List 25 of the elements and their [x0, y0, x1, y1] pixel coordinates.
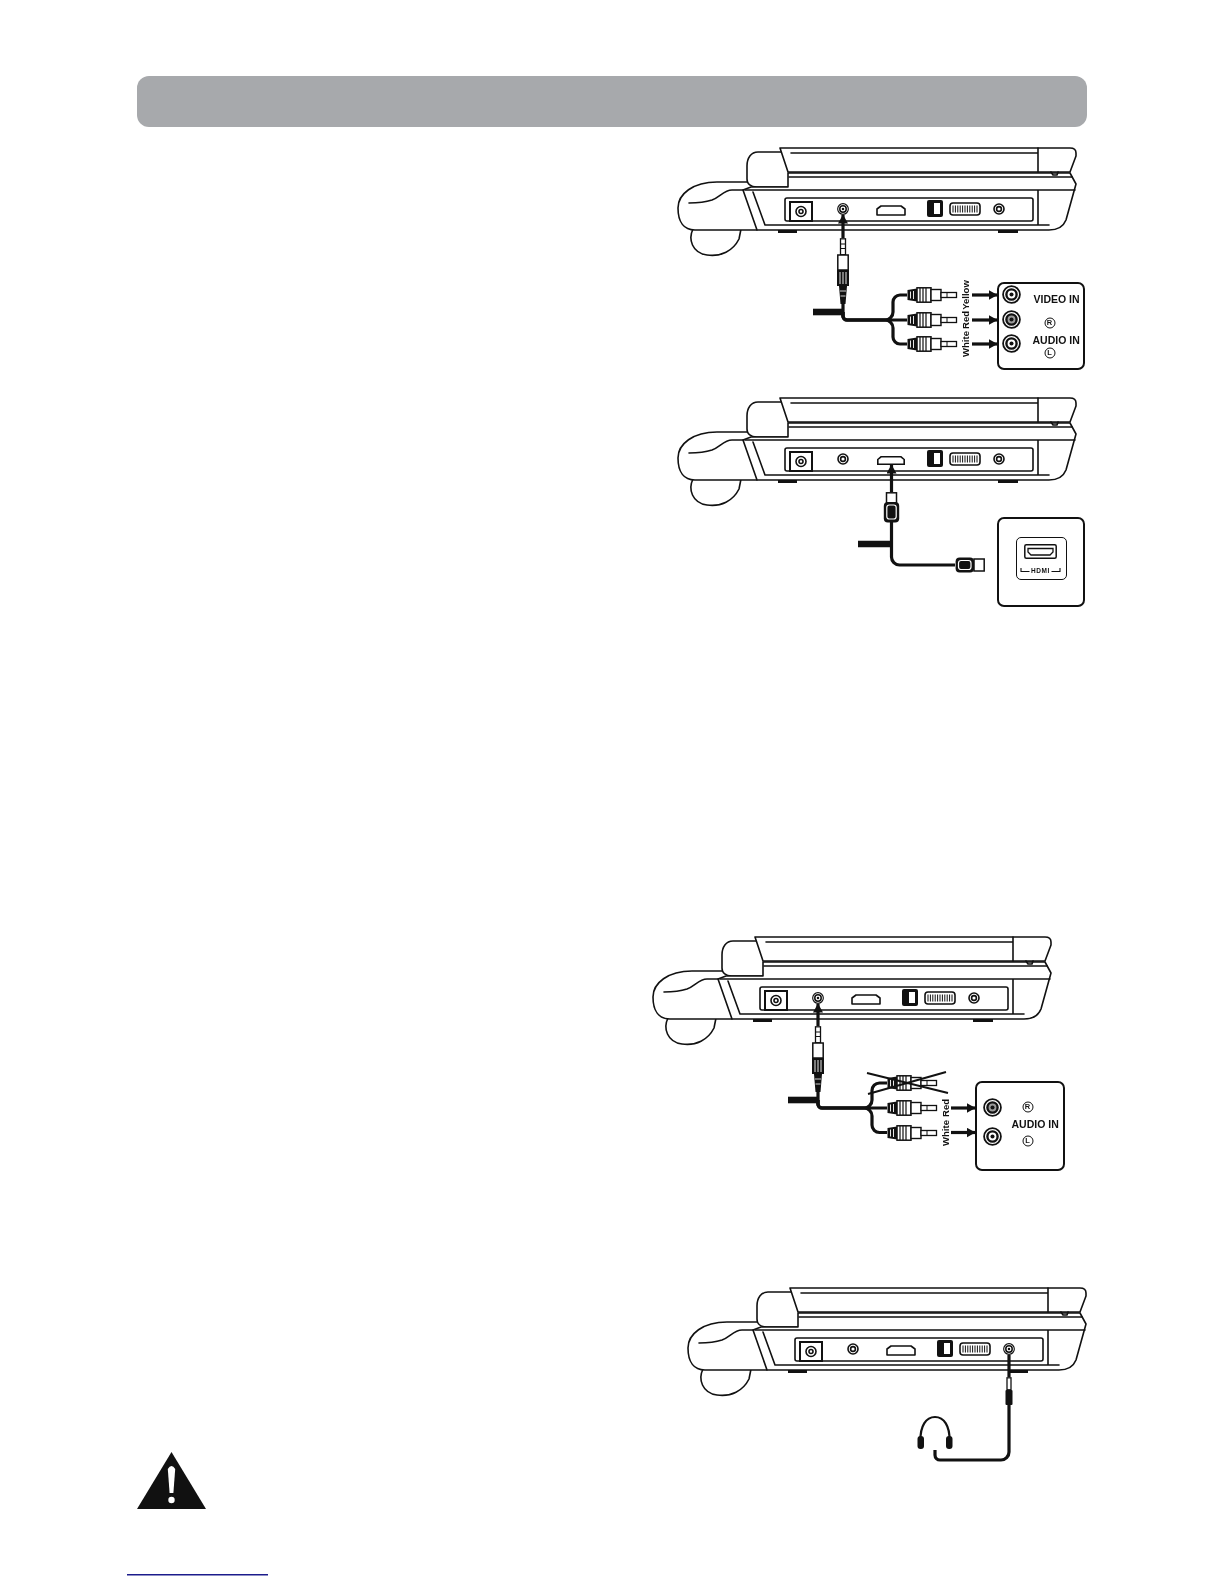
arrow: [886, 464, 897, 492]
cable: [1007, 1355, 1011, 1377]
arrow: [972, 315, 998, 325]
port-label: AUDIO IN: [1032, 334, 1080, 345]
cable: [816, 1100, 887, 1135]
hdmi-port-frame: [1015, 536, 1067, 580]
port-label: VIDEO IN: [1033, 293, 1080, 304]
cable-color-label: Red: [941, 1099, 951, 1117]
cable-color-label: Red: [961, 311, 971, 329]
cable: [933, 1405, 1011, 1462]
cable: [841, 312, 907, 346]
cable-color-label: Yellow: [961, 280, 971, 310]
arrow: [951, 1127, 976, 1138]
port-label: AUDIO IN: [1011, 1118, 1059, 1129]
arrow: [951, 1103, 976, 1113]
cable-color-label: White: [961, 331, 971, 357]
arrow: [972, 290, 998, 300]
tv-input-panel: [975, 1081, 1065, 1171]
cable: [889, 544, 955, 567]
arrow: [972, 339, 998, 349]
tv-input-panel: [997, 517, 1085, 607]
cable-color-label: White: [941, 1119, 951, 1146]
arrow: [813, 1003, 823, 1026]
arrow: [838, 214, 848, 238]
tv-input-panel: [997, 282, 1085, 370]
